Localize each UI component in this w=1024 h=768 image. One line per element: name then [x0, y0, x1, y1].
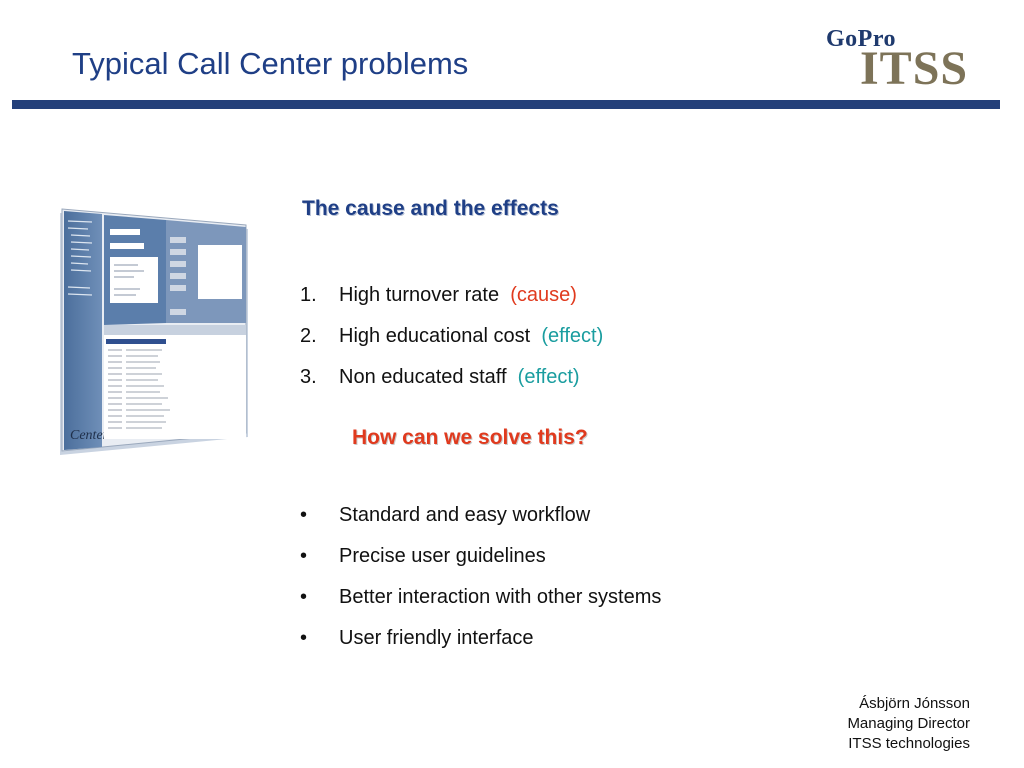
signature-role: Managing Director — [847, 715, 970, 732]
slide-title: Typical Call Center problems — [72, 46, 469, 81]
solution-text: User friendly interface — [339, 627, 534, 649]
problem-text: High turnover rate — [339, 284, 500, 306]
title-divider — [12, 100, 1000, 109]
effect-tag: (effect) — [517, 366, 580, 388]
question-heading: How can we solve this? — [352, 426, 588, 449]
problem-number: 2. — [300, 325, 317, 347]
bullet: • — [300, 545, 308, 567]
signature-name: Ásbjörn Jónsson — [859, 695, 970, 712]
effect-tag: (effect) — [541, 325, 604, 347]
call-center-screenshot-image: Center — [60, 208, 248, 455]
gopro-logo: GoPro — [826, 26, 897, 52]
solution-text: Better interaction with other systems — [339, 586, 662, 608]
problem-number: 3. — [300, 366, 317, 388]
section-heading: The cause and the effects — [302, 197, 559, 220]
solution-text: Precise user guidelines — [339, 545, 546, 567]
bullet: • — [300, 627, 308, 649]
itss-logo: ITSS — [860, 42, 969, 95]
solution-text: Standard and easy workflow — [339, 504, 591, 526]
bullet: • — [300, 504, 308, 526]
signature-company: ITSS technologies — [848, 735, 970, 752]
signature-block: Ásbjörn Jónsson Managing Director ITSS t… — [847, 694, 970, 754]
problem-text: Non educated staff — [339, 366, 507, 388]
problem-number: 1. — [300, 284, 317, 306]
cause-tag: (cause) — [510, 284, 577, 306]
bullet: • — [300, 586, 308, 608]
screenshot-center-label: Center — [70, 428, 109, 443]
problem-text: High educational cost — [339, 325, 531, 347]
